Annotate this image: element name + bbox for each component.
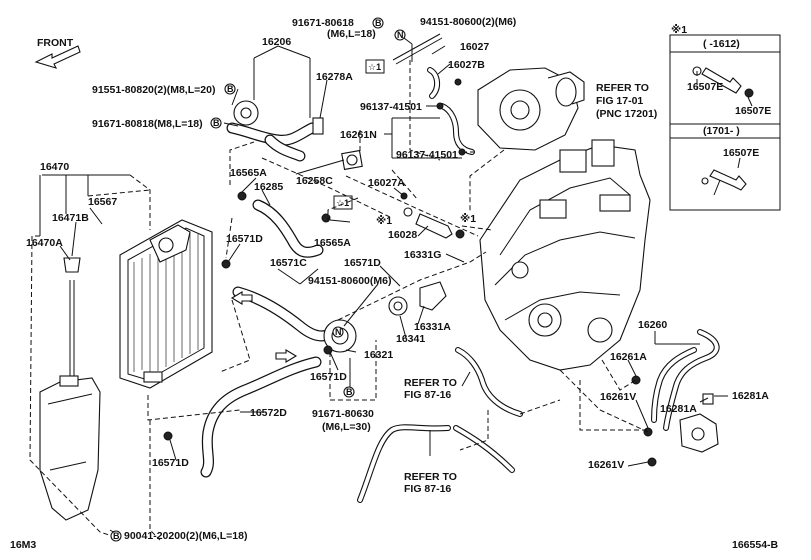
reservoir-tank: [39, 257, 101, 521]
hose-16260: [651, 329, 720, 431]
hose-16285: [252, 199, 324, 258]
hose-16572D: [200, 356, 322, 478]
bolt-mark-3: B: [213, 118, 220, 128]
label-16261V-a: 16261V: [600, 391, 636, 403]
label-90041-20200: 90041-20200(2)(M6,L=18): [124, 530, 247, 542]
label-91551-80820: 91551-80820(2)(M8,L=20): [92, 84, 215, 96]
label-16571D-d: 16571D: [152, 457, 189, 469]
label-refer-87-16-b1: REFER TO: [404, 471, 457, 483]
label-16258C: 16258C: [296, 175, 333, 187]
nut-mark-1: N: [397, 30, 404, 40]
label-16027B: 16027B: [448, 59, 485, 71]
inset-box: [669, 34, 781, 211]
label-91671-80630: 91671-80630: [312, 408, 374, 420]
thermostat-housing: [323, 281, 447, 353]
engine-block: [479, 139, 651, 371]
label-16571C: 16571C: [270, 257, 307, 269]
label-16027A: 16027A: [368, 177, 405, 189]
front-label: FRONT: [37, 37, 74, 49]
hose-16027: [392, 33, 443, 99]
label-16331A: 16331A: [414, 321, 451, 333]
label-16565A-b: 16565A: [314, 237, 351, 249]
valve-16281A: [679, 393, 719, 453]
sensor-16028: [403, 207, 465, 239]
label-16027: 16027: [460, 41, 489, 53]
label-16261A: 16261A: [610, 351, 647, 363]
label-16470: 16470: [40, 161, 69, 173]
label-16321: 16321: [364, 349, 393, 361]
label-16572D: 16572D: [250, 407, 287, 419]
label-91671-80818: 91671-80818(M8,L=18): [92, 118, 203, 130]
label-refer-87-16-b2: FIG 87-16: [404, 483, 451, 495]
inset-range-top: ( -1612): [703, 38, 740, 50]
hose-lower-center: [357, 347, 523, 503]
label-16567: 16567: [88, 196, 117, 208]
radiator: [119, 219, 213, 389]
label-94151-80600: 94151-80600(M6): [308, 275, 391, 287]
label-refer-17-01-a: REFER TO: [596, 82, 649, 94]
label-star1-a: ☆1: [368, 62, 381, 72]
label-16341: 16341: [396, 333, 425, 345]
label-16331G: 16331G: [404, 249, 441, 261]
label-94151-80600-2: 94151-80600(2)(M6): [420, 16, 516, 28]
label-91671-80618-spec: (M6,L=18): [327, 28, 376, 40]
hose-16261N: [439, 103, 475, 155]
label-16285: 16285: [254, 181, 283, 193]
label-mark1-a: ※1: [376, 215, 392, 227]
inset-part-16507E-b: 16507E: [735, 105, 771, 117]
gasket-16258C: [341, 149, 363, 171]
label-refer-87-16-a2: FIG 87-16: [404, 389, 451, 401]
label-16260: 16260: [638, 319, 667, 331]
corner-label-right: 166554-B: [732, 539, 779, 551]
inset-part-16507E-a: 16507E: [687, 81, 723, 93]
bolt-markers: [110, 17, 406, 542]
label-16028: 16028: [388, 229, 417, 241]
label-refer-17-01-c: (PNC 17201): [596, 108, 657, 120]
label-91671-80618: 91671-80618: [292, 17, 354, 29]
pipe-16206: [226, 100, 324, 162]
label-96137-41501-b: 96137-41501: [396, 149, 458, 161]
bolt-mark-2: B: [227, 84, 234, 94]
label-mark1-b: ※1: [460, 213, 476, 225]
turbo-unit: [477, 67, 585, 151]
label-16571D-a: 16571D: [226, 233, 263, 245]
label-star1-b: ☆1: [336, 198, 349, 208]
star-box-a: [365, 59, 385, 74]
label-16261V-b: 16261V: [588, 459, 624, 471]
inset-part-16507E-c: 16507E: [723, 147, 759, 159]
label-16281A-b: 16281A: [732, 390, 769, 402]
label-96137-41501-a: 96137-41501: [360, 101, 422, 113]
inset-range-bottom: (1701- ): [703, 125, 740, 137]
hose-16571C: [232, 286, 336, 342]
corner-label-left: 16M3: [10, 539, 36, 551]
label-16571D-c: 16571D: [310, 371, 347, 383]
bolt-mark-1: B: [375, 18, 382, 28]
nut-mark-2: N: [335, 327, 342, 337]
label-16206: 16206: [262, 36, 291, 48]
label-16470A: 16470A: [26, 237, 63, 249]
label-16565A-a: 16565A: [230, 167, 267, 179]
label-refer-17-01-b: FIG 17-01: [596, 95, 643, 107]
label-16471B: 16471B: [52, 212, 89, 224]
label-91671-80630-spec: (M6,L=30): [322, 421, 371, 433]
leader-lines: [29, 34, 728, 541]
label-refer-87-16-a1: REFER TO: [404, 377, 457, 389]
label-16571D-b: 16571D: [344, 257, 381, 269]
label-16278A: 16278A: [316, 71, 353, 83]
label-16281A-a: 16281A: [660, 403, 697, 415]
direction-arrow-icons: [230, 291, 298, 363]
label-16261N: 16261N: [340, 129, 377, 141]
bolt-mark-4: B: [346, 387, 353, 397]
inset-title: ※1: [671, 24, 687, 36]
bolt-mark-5: B: [113, 531, 120, 541]
front-arrow-icon: [34, 45, 81, 69]
star-box-b: [333, 195, 353, 210]
